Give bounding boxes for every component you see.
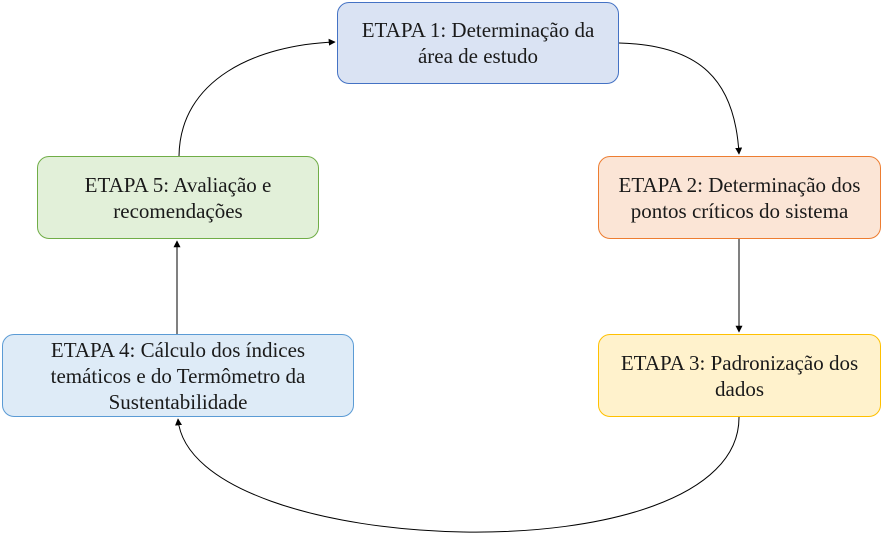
arrow-etapa-5-to-etapa-1 [178,38,336,157]
step-box-etapa-3: ETAPA 3: Padronização dos dados [598,334,881,417]
step-box-etapa-1: ETAPA 1: Determinação da área de estudo [337,2,619,84]
step-label-etapa-5: ETAPA 5: Avaliação e recomendações [84,172,272,223]
step-box-etapa-5: ETAPA 5: Avaliação e recomendações [37,156,319,239]
step-box-etapa-2: ETAPA 2: Determinação dos pontos crítico… [598,156,881,239]
step-label-etapa-2: ETAPA 2: Determinação dos pontos crítico… [618,172,861,223]
step-label-etapa-4: ETAPA 4: Cálculo dos índices temáticos e… [50,337,306,414]
arrow-etapa-1-to-etapa-2 [618,42,743,155]
arrow-etapa-3-to-etapa-4 [175,416,740,533]
step-label-etapa-1: ETAPA 1: Determinação da área de estudo [361,18,595,68]
step-label-etapa-3: ETAPA 3: Padronização dos dados [620,350,859,401]
step-box-etapa-4: ETAPA 4: Cálculo dos índices temáticos e… [2,334,354,417]
